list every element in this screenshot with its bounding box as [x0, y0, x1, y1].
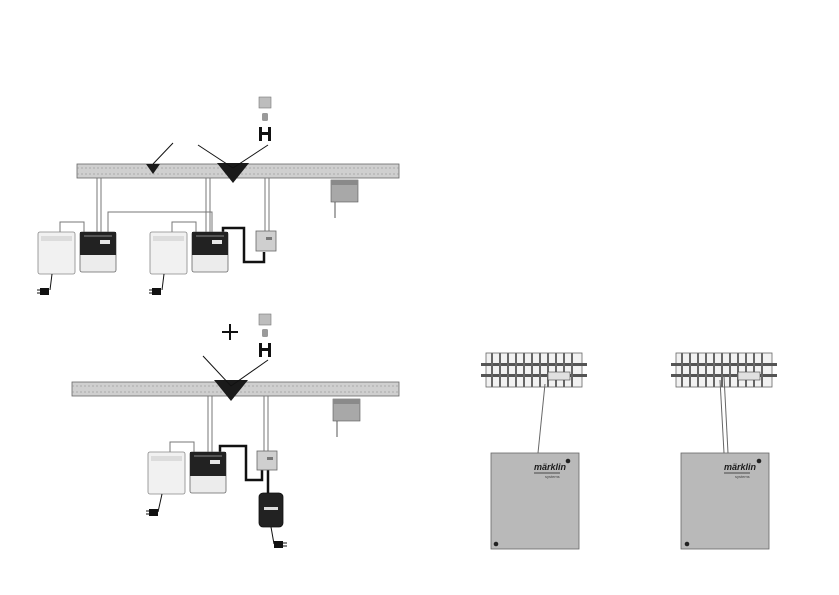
pointer-line-1 — [153, 143, 173, 164]
brand-sub: systems — [735, 474, 750, 479]
control-unit-left — [80, 232, 116, 272]
track-section-1 — [481, 353, 587, 387]
transformer-bottom — [146, 452, 185, 516]
h-bracket-icon — [259, 127, 271, 141]
right-assembly-1: märklin systems — [481, 353, 587, 549]
lamp-icon — [259, 314, 271, 337]
connection-box-2: märklin systems — [681, 453, 769, 549]
brand-logo: märklin — [534, 462, 567, 472]
plus-icon — [222, 324, 238, 340]
transformer-middle — [149, 232, 187, 295]
power-supply-unit — [259, 493, 287, 548]
top-wires — [60, 178, 269, 232]
plug-icon — [149, 288, 161, 295]
feed-wire-1 — [538, 384, 545, 453]
right-assembly-2: märklin systems — [671, 353, 777, 549]
transformer-left — [37, 232, 75, 295]
feed-wire-2a — [720, 380, 724, 453]
brand-sub: systems — [545, 474, 560, 479]
feed-wire-2b — [724, 376, 728, 453]
bottom-left-diagram — [72, 314, 399, 548]
connection-box-1: märklin systems — [491, 453, 579, 549]
bottom-wires — [170, 396, 268, 452]
h-bracket-icon — [259, 343, 271, 357]
decoder-box-top — [256, 231, 276, 251]
plug-icon — [146, 509, 158, 516]
control-unit-middle — [192, 232, 228, 272]
plug-icon — [274, 541, 287, 548]
signal-box — [333, 399, 360, 437]
lamp-icon — [259, 97, 271, 121]
top-diagram — [37, 97, 399, 295]
plug-icon — [37, 288, 49, 295]
control-unit-bottom — [190, 452, 226, 493]
brand-logo: märklin — [724, 462, 757, 472]
decoder-box-bottom — [257, 451, 277, 470]
signal-box — [331, 180, 358, 218]
